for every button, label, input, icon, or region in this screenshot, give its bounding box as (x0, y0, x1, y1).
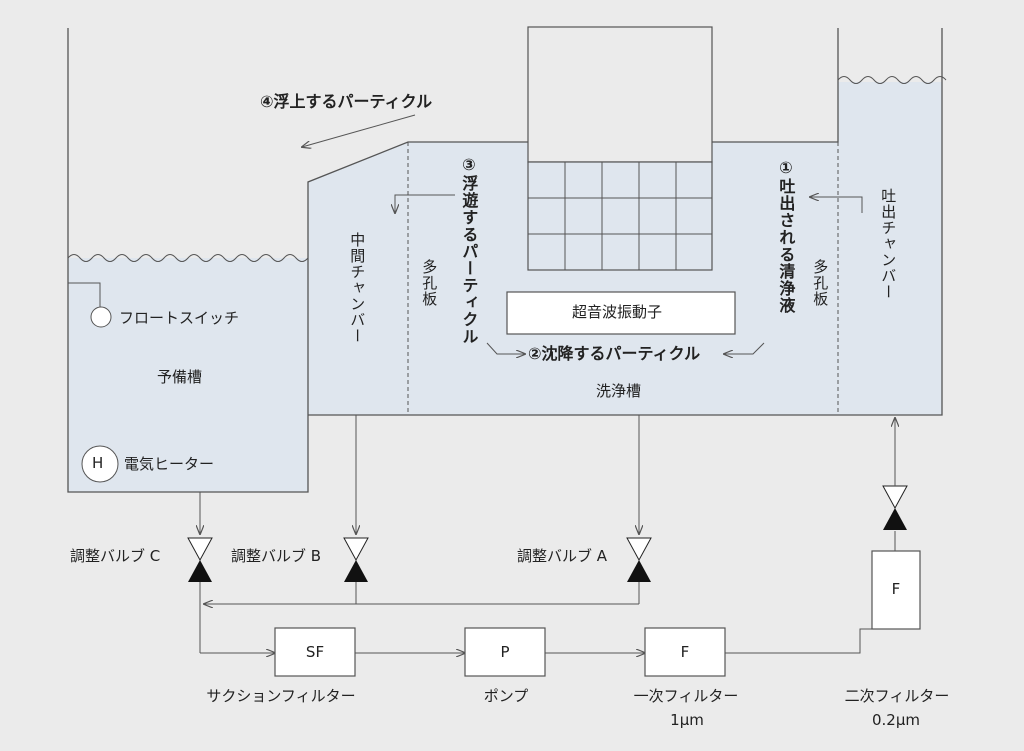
primary-filter-rating: 1μm (670, 711, 704, 729)
secondary-filter-label: 二次フィルター (844, 687, 950, 705)
perforated-plate-left-label: 多孔板 (420, 259, 439, 307)
cleaning-tank-floor (308, 28, 943, 416)
discharge-chamber-label: 吐出チャンバー (879, 188, 898, 300)
float-switch-label: フロートスイッチ (119, 309, 240, 327)
secondary-filter-box (871, 550, 921, 630)
valve-a-label: 調整バルブ A (517, 547, 608, 565)
perforated-plate-right-label: 多孔板 (811, 259, 830, 307)
reserve-tank-wall (67, 28, 309, 493)
secondary-filter-symbol: F (891, 580, 901, 598)
secondary-filter-rating: 0.2μm (871, 711, 921, 729)
arrow-discharged-liquid (810, 197, 863, 213)
valve-b-label: 調整バルブ B (231, 547, 322, 565)
arrow-settling-right (724, 342, 765, 354)
arrow-settling-left (486, 342, 525, 354)
float-switch-icon (90, 306, 112, 328)
pump-label: ポンプ (483, 687, 529, 705)
heater-icon (81, 445, 119, 483)
particle-label-1: ①吐出される清浄液 (776, 158, 796, 314)
reserve-tank-wave (67, 254, 309, 262)
valve-a[interactable] (626, 537, 652, 582)
valve-b[interactable] (343, 537, 369, 582)
discharge-chamber-wave (837, 76, 947, 84)
arrow-floating-particles (395, 194, 455, 213)
float-switch-rod (68, 282, 101, 307)
reserve-tank-label: 予備槽 (157, 368, 203, 386)
transducer-box (506, 291, 736, 335)
arrow-rising-particles (302, 114, 416, 147)
heater-symbol: H (92, 454, 104, 472)
basket-upper (527, 26, 713, 163)
suction-filter-label: サクションフィルター (206, 687, 356, 705)
suction-filter-box (274, 627, 356, 677)
check-valve[interactable] (882, 485, 908, 530)
primary-filter-box (644, 627, 726, 677)
particle-label-2: ②沈降するパーティクル (528, 344, 701, 363)
particle-label-4: ④浮上するパーティクル (260, 92, 433, 111)
primary-filter-label: 一次フィルター (633, 687, 739, 705)
discharge-chamber-liquid (838, 82, 942, 415)
cleaning-tank-label: 洗浄槽 (596, 382, 642, 400)
pump-symbol: P (500, 643, 510, 661)
primary-filter-symbol: F (680, 643, 690, 661)
particle-label-3: ③浮遊するパーティクル (459, 155, 479, 345)
suction-filter-symbol: SF (305, 643, 325, 661)
heater-label: 電気ヒーター (124, 455, 215, 473)
pump-box (464, 627, 546, 677)
basket-grid (527, 161, 713, 271)
valve-c-label: 調整バルブ C (70, 547, 161, 565)
valve-c[interactable] (187, 537, 213, 582)
middle-chamber-label: 中間チャンバー (348, 232, 367, 344)
transducer-label: 超音波振動子 (572, 303, 663, 321)
